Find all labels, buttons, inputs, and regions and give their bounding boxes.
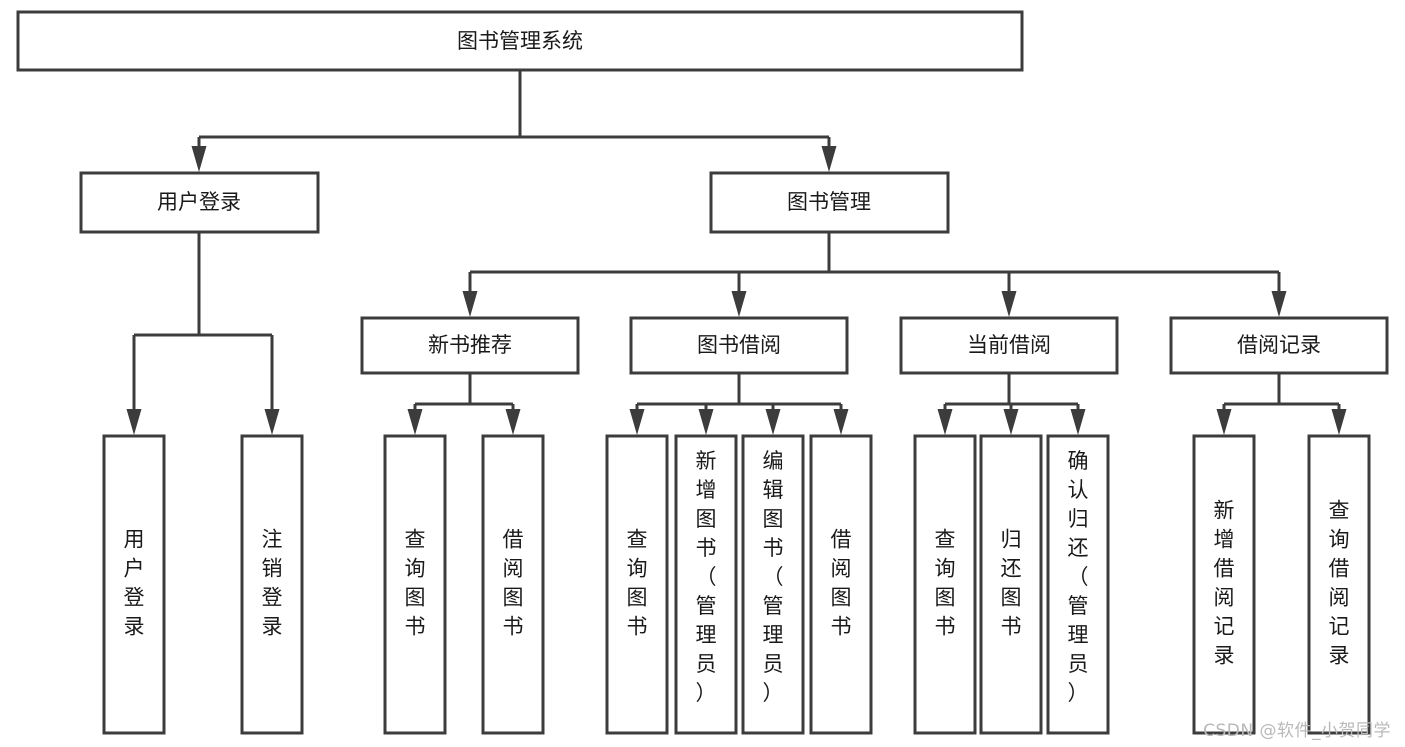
node-label: 用户登录: [124, 528, 145, 639]
node-label: 图书管理系统: [457, 29, 583, 53]
node-label: 确认归还（管理员）: [1068, 449, 1089, 705]
node-label: 查询借阅记录: [1329, 499, 1350, 668]
arrow-head-icon: [1271, 291, 1287, 317]
node-label: 借阅图书: [831, 528, 852, 639]
node-book-manage[interactable]: 图书管理: [709, 171, 950, 234]
node-box[interactable]: [709, 171, 950, 234]
node-box[interactable]: [899, 316, 1119, 375]
node-leaf-confirm-return[interactable]: 确认归还（管理员）: [1046, 434, 1110, 735]
arrow-head-icon: [126, 409, 142, 435]
node-borrow-record[interactable]: 借阅记录: [1169, 316, 1389, 375]
node-layer: 图书管理系统用户登录图书管理新书推荐图书借阅当前借阅借阅记录用户登录注销登录查询…: [16, 10, 1389, 735]
node-leaf-query-book-borrow[interactable]: 查询图书: [605, 434, 669, 735]
arrow-head-icon: [264, 409, 280, 435]
node-box[interactable]: [1192, 434, 1256, 735]
node-label: 注销登录: [262, 528, 283, 639]
node-label: 新增借阅记录: [1214, 499, 1235, 668]
node-box[interactable]: [16, 10, 1024, 72]
node-box[interactable]: [360, 316, 580, 375]
node-label: 图书管理: [787, 190, 871, 214]
node-leaf-logout[interactable]: 注销登录: [240, 434, 304, 735]
node-box[interactable]: [629, 316, 849, 375]
node-box[interactable]: [240, 434, 304, 735]
arrow-head-icon: [937, 409, 953, 435]
node-leaf-user-login[interactable]: 用户登录: [102, 434, 166, 735]
node-user-login[interactable]: 用户登录: [79, 171, 320, 234]
arrow-head-icon: [821, 146, 837, 172]
node-label: 新书推荐: [428, 333, 512, 357]
node-leaf-query-book-current[interactable]: 查询图书: [913, 434, 977, 735]
node-label: 查询图书: [627, 528, 648, 639]
arrow-head-icon: [833, 409, 849, 435]
node-box[interactable]: [79, 171, 320, 234]
node-box[interactable]: [809, 434, 873, 735]
node-box[interactable]: [1307, 434, 1371, 735]
arrow-head-icon: [505, 409, 521, 435]
arrow-head-icon: [1001, 291, 1017, 317]
node-box[interactable]: [913, 434, 977, 735]
node-label: 新增图书（管理员）: [696, 449, 717, 705]
node-label: 借阅记录: [1237, 333, 1321, 357]
node-label: 用户登录: [157, 190, 241, 214]
arrow-head-icon: [765, 409, 781, 435]
arrow-head-icon: [1070, 409, 1086, 435]
arrow-head-icon: [1003, 409, 1019, 435]
node-current-borrow[interactable]: 当前借阅: [899, 316, 1119, 375]
arrow-head-icon: [1331, 409, 1347, 435]
node-box[interactable]: [481, 434, 545, 735]
node-box[interactable]: [741, 434, 805, 735]
node-box[interactable]: [102, 434, 166, 735]
node-box[interactable]: [674, 434, 738, 735]
arrow-head-icon: [629, 409, 645, 435]
node-leaf-edit-book[interactable]: 编辑图书（管理员）: [741, 434, 805, 735]
node-label: 编辑图书（管理员）: [763, 449, 784, 705]
arrow-head-icon: [698, 409, 714, 435]
connector-layer: [126, 70, 1347, 435]
node-leaf-return-book[interactable]: 归还图书: [979, 434, 1043, 735]
node-box[interactable]: [979, 434, 1043, 735]
arrow-head-icon: [407, 409, 423, 435]
node-box[interactable]: [605, 434, 669, 735]
node-label: 当前借阅: [967, 333, 1051, 357]
node-box[interactable]: [1169, 316, 1389, 375]
node-book-borrow[interactable]: 图书借阅: [629, 316, 849, 375]
node-label: 查询图书: [935, 528, 956, 639]
arrow-head-icon: [1216, 409, 1232, 435]
node-leaf-add-book[interactable]: 新增图书（管理员）: [674, 434, 738, 735]
node-leaf-query-book-rec[interactable]: 查询图书: [383, 434, 447, 735]
node-label: 借阅图书: [503, 528, 524, 639]
node-box[interactable]: [1046, 434, 1110, 735]
arrow-head-icon: [191, 146, 207, 172]
node-label: 归还图书: [1001, 528, 1022, 639]
node-leaf-query-record[interactable]: 查询借阅记录: [1307, 434, 1371, 735]
node-label: 图书借阅: [697, 333, 781, 357]
node-leaf-borrow-book[interactable]: 借阅图书: [809, 434, 873, 735]
node-leaf-add-record[interactable]: 新增借阅记录: [1192, 434, 1256, 735]
arrow-head-icon: [462, 291, 478, 317]
node-new-book-rec[interactable]: 新书推荐: [360, 316, 580, 375]
node-leaf-borrow-book-rec[interactable]: 借阅图书: [481, 434, 545, 735]
node-root[interactable]: 图书管理系统: [16, 10, 1024, 72]
node-box[interactable]: [383, 434, 447, 735]
node-label: 查询图书: [405, 528, 426, 639]
arrow-head-icon: [731, 291, 747, 317]
